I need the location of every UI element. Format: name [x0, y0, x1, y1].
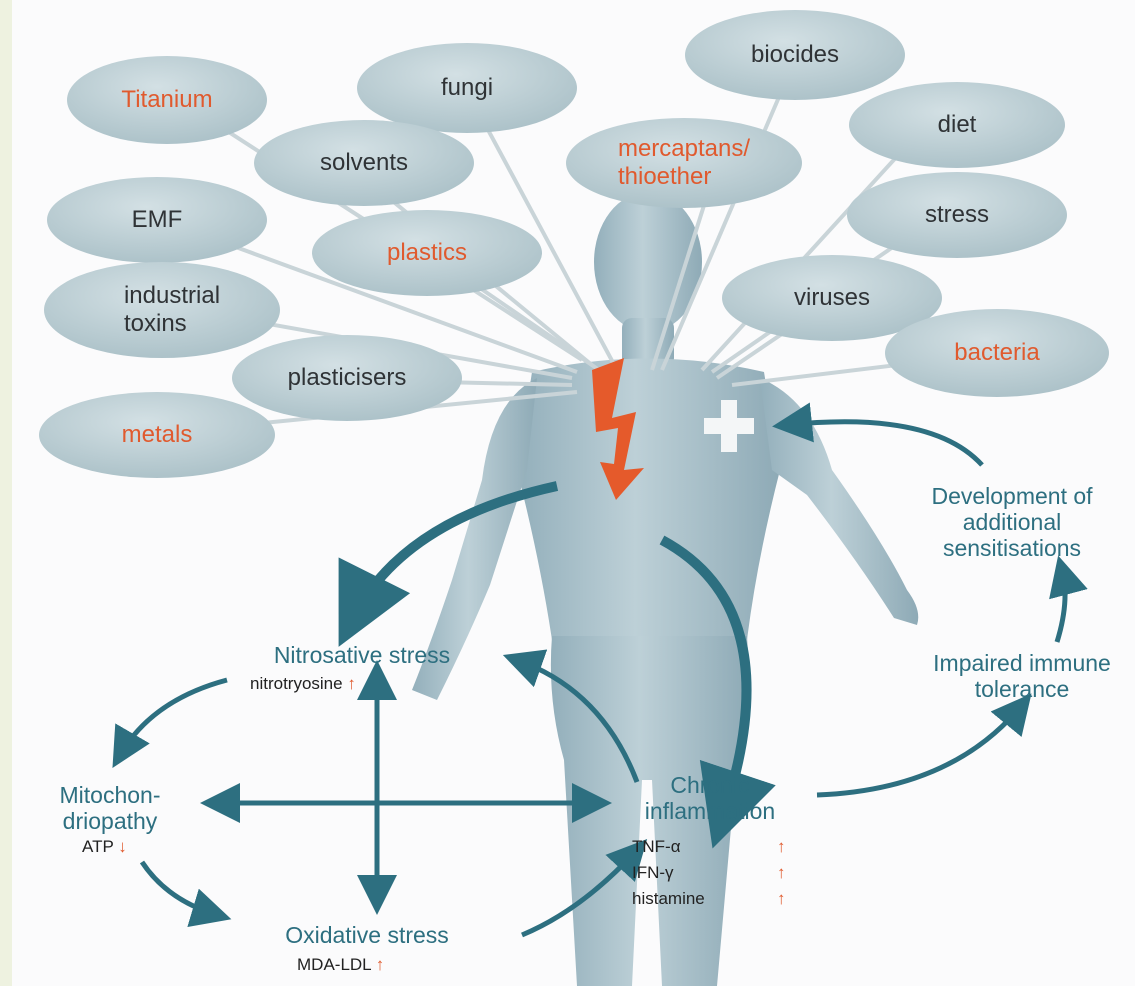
- ifn-up-arrow-icon: ↑: [777, 862, 786, 884]
- oxidative-marker: MDA-LDL ↑: [297, 954, 384, 976]
- histamine-up-arrow-icon: ↑: [777, 888, 786, 910]
- bubble-label-plastics: plastics: [387, 239, 467, 267]
- nitrosative-stress-title: Nitrosative stress: [274, 642, 450, 668]
- development-sensitisations-title: Development of additional sensitisations: [931, 483, 1092, 561]
- bubble-label-fungi: fungi: [441, 74, 493, 102]
- impaired-immune-tolerance-title: Impaired immune tolerance: [933, 650, 1111, 702]
- nitrotryosine-label: nitrotryosine: [250, 674, 343, 693]
- histamine-label: histamine: [632, 889, 705, 908]
- histamine-marker: histamine: [632, 888, 705, 910]
- mda-ldl-up-arrow-icon: ↑: [376, 955, 385, 974]
- bubble-label-metals: metals: [122, 421, 193, 449]
- bubble-label-biocides: biocides: [751, 41, 839, 69]
- ifn-marker: IFN-γ: [632, 862, 674, 884]
- diagram-canvas: Titanium fungi biocides solvents mercapt…: [12, 0, 1135, 986]
- bubble-label-viruses: viruses: [794, 284, 870, 312]
- bubble-label-emf: EMF: [132, 206, 183, 234]
- bubble-label-mercaptans: mercaptans/ thioether: [618, 135, 750, 191]
- bubble-label-diet: diet: [938, 111, 977, 139]
- bubble-label-industrial-toxins: industrial toxins: [124, 282, 220, 338]
- chronic-inflammation-title: Chronic inflammation: [645, 772, 775, 824]
- oxidative-stress-title: Oxidative stress: [285, 922, 449, 948]
- tnf-alpha-label: TNF-α: [632, 837, 681, 856]
- bubble-label-solvents: solvents: [320, 149, 408, 177]
- nitrotryosine-up-arrow-icon: ↑: [347, 674, 356, 693]
- atp-down-arrow-icon: ↓: [118, 837, 127, 856]
- atp-label: ATP: [82, 837, 114, 856]
- tnf-up-arrow-icon: ↑: [777, 836, 786, 858]
- mda-ldl-label: MDA-LDL: [297, 955, 371, 974]
- mito-marker: ATP ↓: [82, 836, 127, 858]
- bubble-label-titanium: Titanium: [121, 86, 212, 114]
- tnf-marker: TNF-α: [632, 836, 681, 858]
- nitrosative-marker: nitrotryosine ↑: [250, 673, 356, 695]
- bubble-label-plasticisers: plasticisers: [288, 364, 407, 392]
- bubble-label-bacteria: bacteria: [954, 339, 1039, 367]
- ifn-gamma-label: IFN-γ: [632, 863, 674, 882]
- bubble-label-stress: stress: [925, 201, 989, 229]
- mitochondriopathy-title: Mitochon- driopathy: [60, 782, 161, 834]
